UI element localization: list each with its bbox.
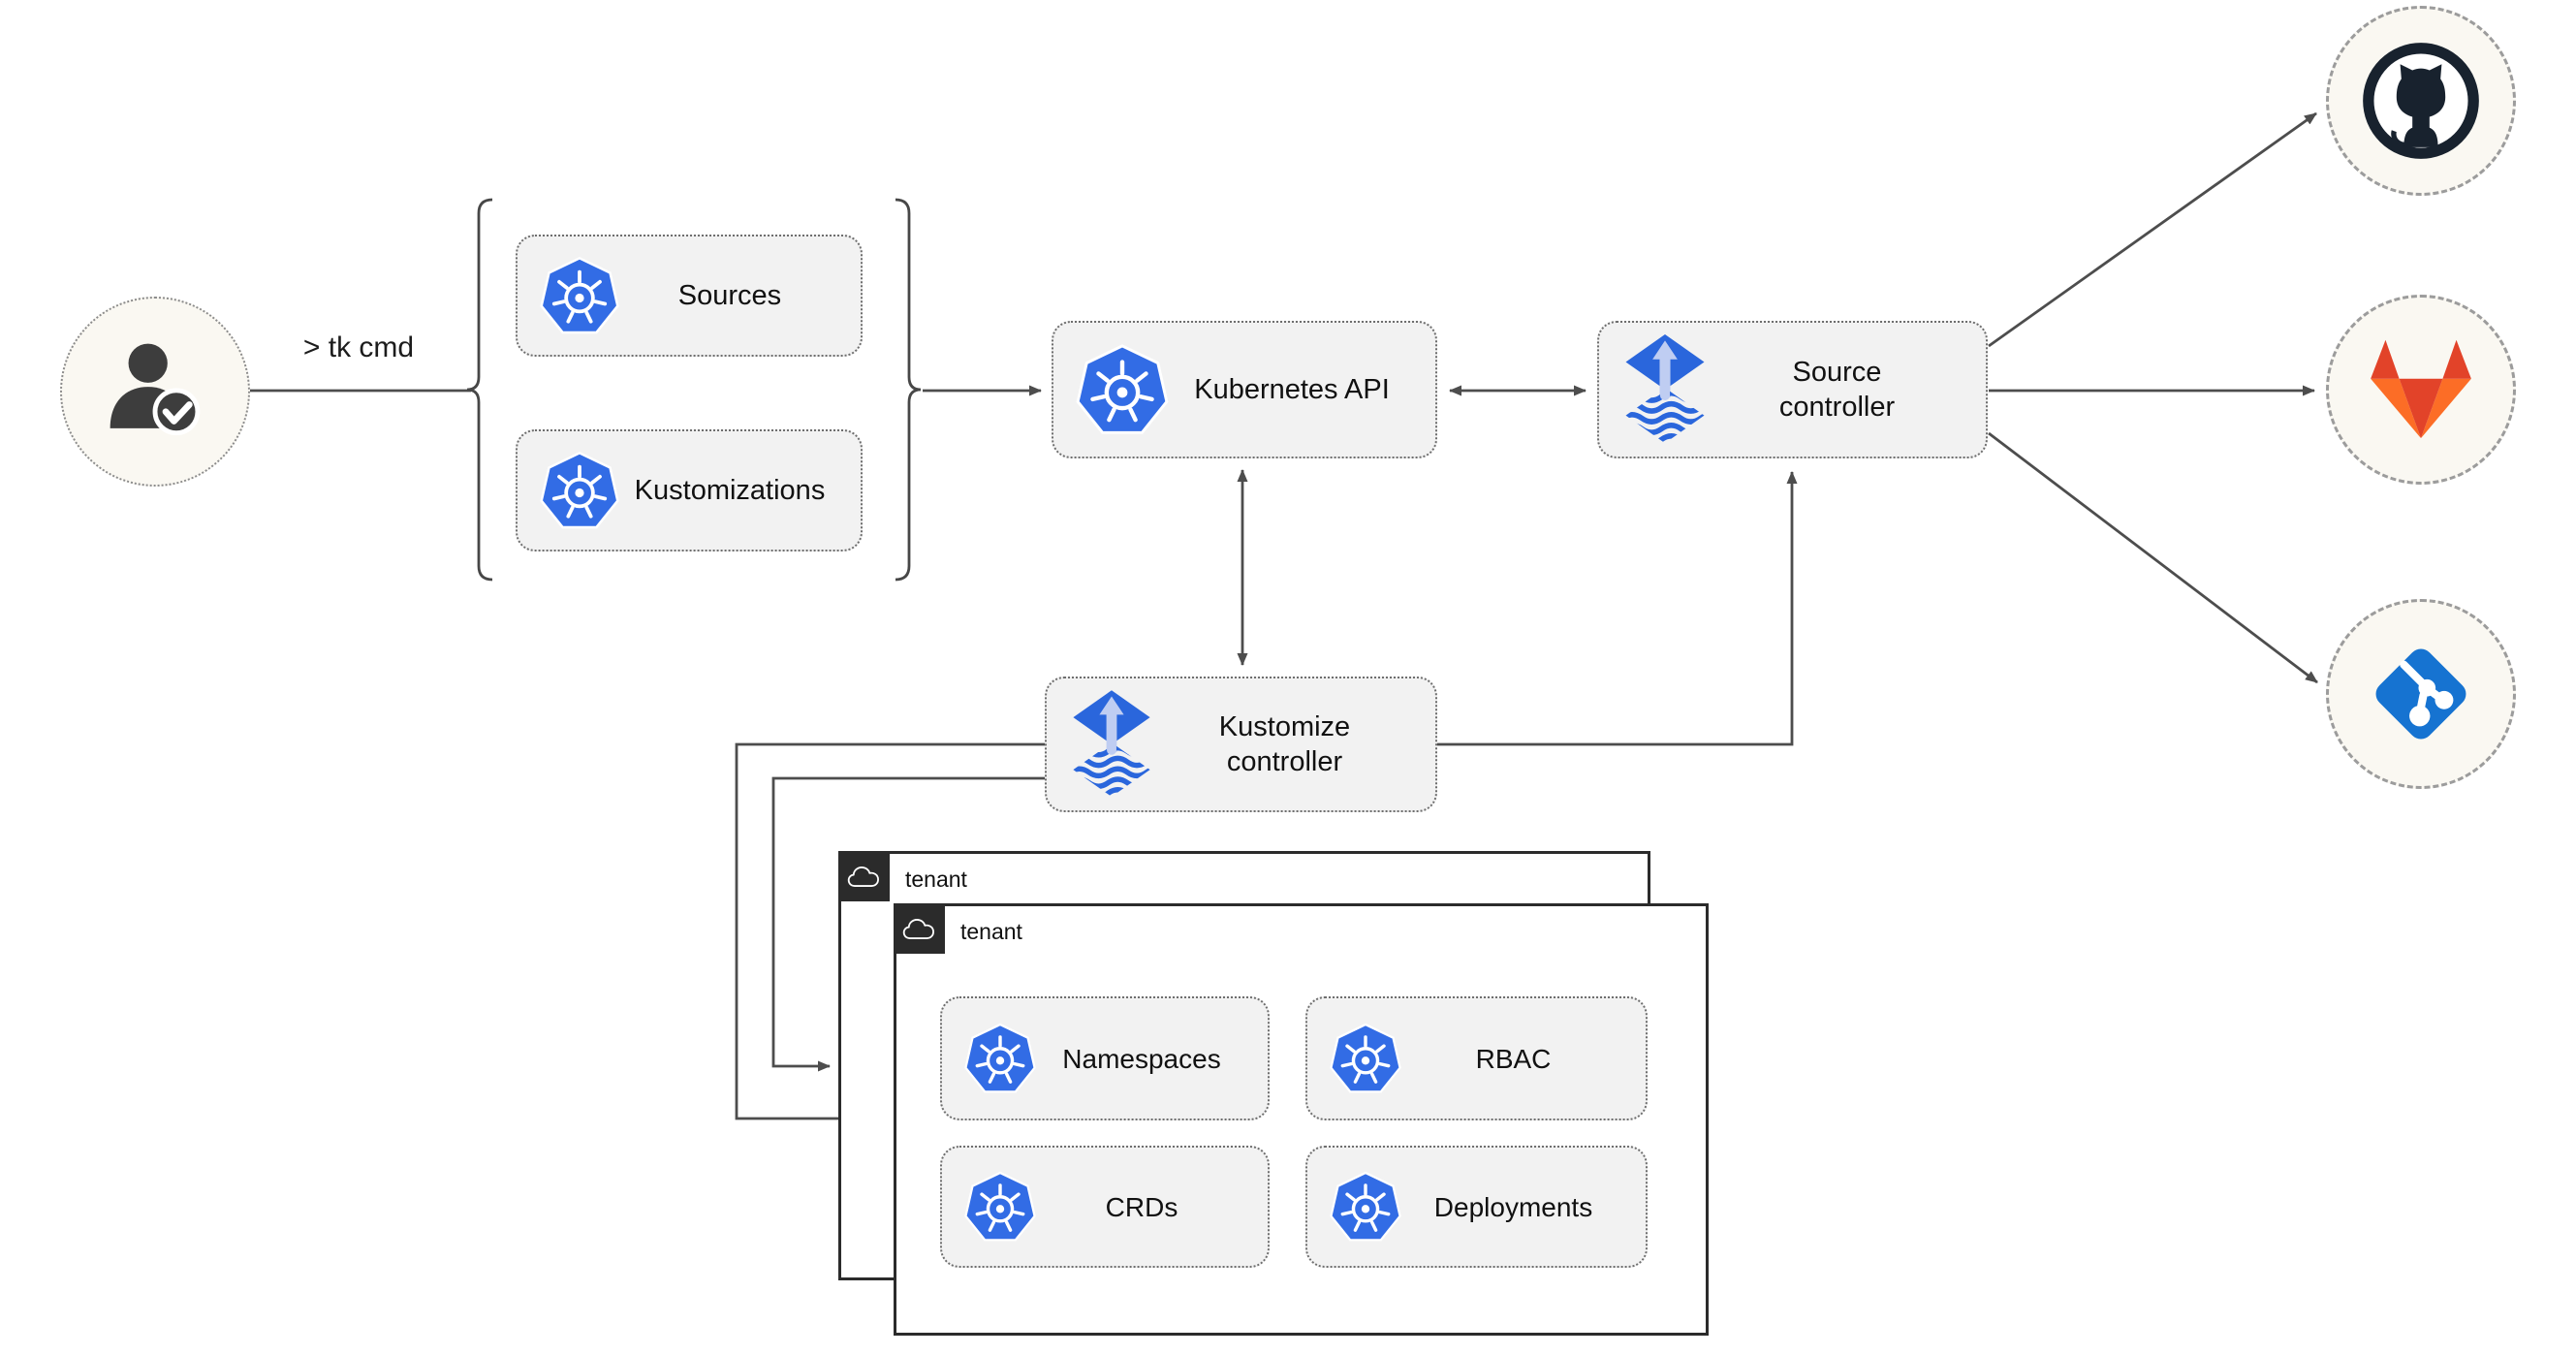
source-controller-box: Source controller bbox=[1597, 321, 1988, 458]
kubernetes-icon bbox=[1329, 1022, 1402, 1095]
git-icon bbox=[2360, 633, 2482, 755]
kubernetes-api-box: Kubernetes API bbox=[1052, 321, 1437, 458]
flux-icon bbox=[1620, 332, 1710, 447]
kustomize-controller-label: Kustomize controller bbox=[1218, 710, 1351, 777]
tenant-back-label: tenant bbox=[905, 867, 967, 892]
edge-source-to-git bbox=[1988, 431, 2318, 684]
source-controller-label: Source controller bbox=[1778, 356, 1896, 423]
gitlab-circle bbox=[2326, 295, 2516, 485]
cloud-icon bbox=[847, 865, 882, 889]
kubernetes-icon bbox=[1329, 1170, 1402, 1244]
kubernetes-icon bbox=[963, 1022, 1037, 1095]
user-check-icon bbox=[96, 332, 214, 451]
tk-cmd-label: > tk cmd bbox=[302, 331, 415, 363]
edge-source-to-github bbox=[1988, 111, 2317, 348]
kubernetes-icon bbox=[539, 450, 620, 531]
crds-label: CRDs bbox=[1105, 1191, 1178, 1222]
user-circle bbox=[60, 297, 250, 487]
right-curly-brace bbox=[895, 198, 922, 582]
kustomizations-box: Kustomizations bbox=[516, 429, 863, 551]
kubernetes-icon bbox=[539, 255, 620, 336]
tenant-tab bbox=[894, 903, 945, 954]
tenant-front-label: tenant bbox=[960, 919, 1022, 944]
github-icon bbox=[2360, 40, 2482, 162]
tenant-tab bbox=[838, 851, 890, 901]
rbac-box: RBAC bbox=[1305, 996, 1648, 1120]
kubernetes-icon bbox=[1075, 342, 1170, 437]
git-circle bbox=[2326, 599, 2516, 789]
left-curly-brace bbox=[466, 198, 493, 582]
namespaces-box: Namespaces bbox=[940, 996, 1270, 1120]
sources-box: Sources bbox=[516, 235, 863, 357]
namespaces-label: Namespaces bbox=[1062, 1043, 1221, 1074]
kustomizations-label: Kustomizations bbox=[634, 474, 826, 506]
deployments-label: Deployments bbox=[1433, 1191, 1593, 1222]
kubernetes-api-label: Kubernetes API bbox=[1194, 373, 1390, 405]
edge-kustomize-to-source-controller bbox=[1437, 471, 1798, 746]
kubernetes-icon bbox=[963, 1170, 1037, 1244]
deployments-box: Deployments bbox=[1305, 1146, 1648, 1268]
crds-box: CRDs bbox=[940, 1146, 1270, 1268]
sources-label: Sources bbox=[677, 279, 782, 311]
rbac-label: RBAC bbox=[1475, 1043, 1552, 1074]
github-circle bbox=[2326, 6, 2516, 196]
gitlab-icon bbox=[2364, 335, 2478, 444]
flux-icon bbox=[1068, 688, 1155, 801]
cloud-icon bbox=[902, 917, 937, 941]
kustomize-controller-box: Kustomize controller bbox=[1045, 677, 1437, 812]
